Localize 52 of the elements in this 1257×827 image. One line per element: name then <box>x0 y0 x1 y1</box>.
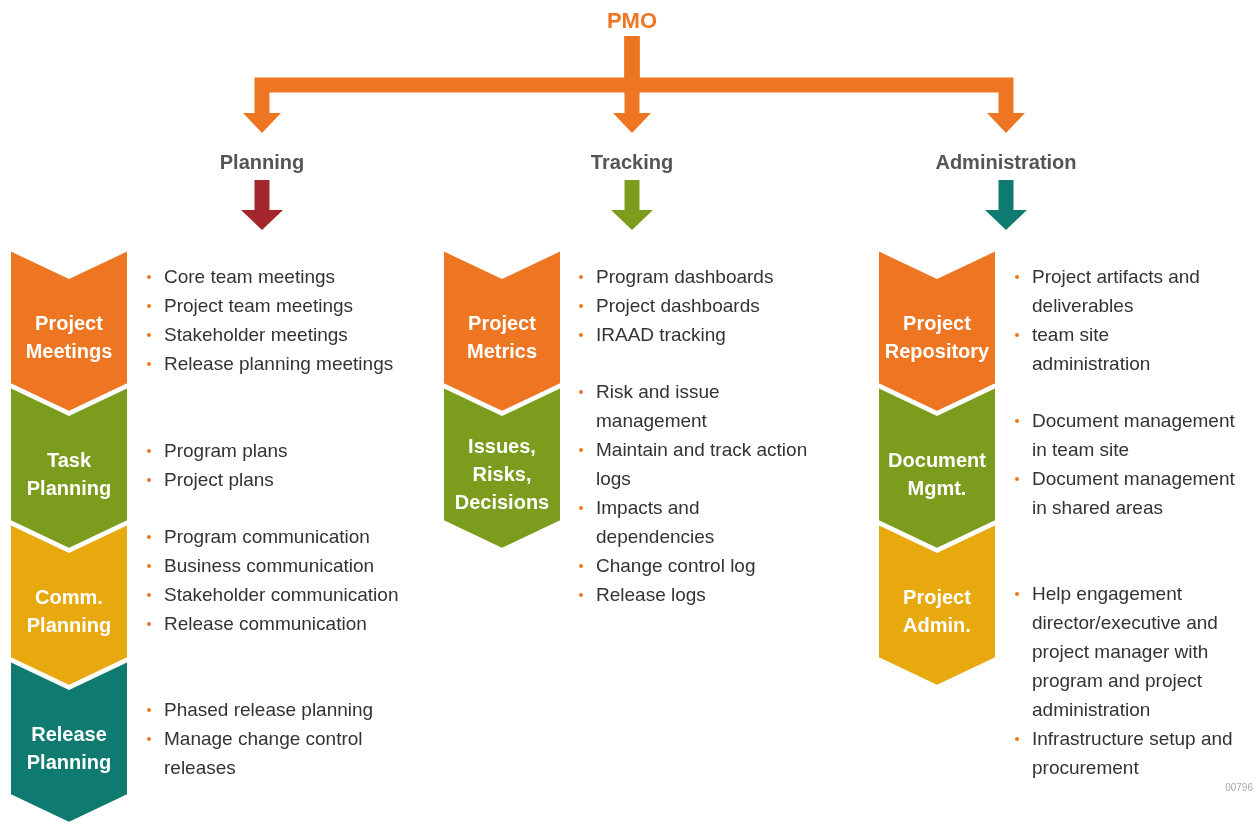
bullet-item: Program dashboards <box>577 262 817 291</box>
bullet-item: Project plans <box>145 465 405 494</box>
chevron-box <box>10 524 128 686</box>
step-label: Project Repository <box>883 311 991 364</box>
chevron-box <box>10 387 128 549</box>
chevron-box <box>878 387 996 549</box>
bullet-item: Change control log <box>577 551 822 580</box>
category-heading: Tracking <box>590 151 674 174</box>
step-label: Project Meetings <box>24 311 114 364</box>
step-label: Release Planning <box>25 722 113 775</box>
bullet-item: Release communication <box>145 609 405 638</box>
arrow <box>611 180 653 230</box>
title-label: PMO <box>606 8 658 34</box>
arrow <box>624 36 1025 133</box>
bullet-item: Help engagement director/executive and project manager with program and project administration <box>1013 579 1235 724</box>
bullet-item: Stakeholder meetings <box>145 320 405 349</box>
chevron-box <box>10 661 128 823</box>
bullet-item: Document management in team site <box>1013 406 1253 464</box>
bullet-item: Program plans <box>145 436 405 465</box>
arrow <box>241 180 283 230</box>
bullet-item: team site administration <box>1013 320 1228 378</box>
bullet-item: Phased release planning <box>145 695 385 724</box>
category-heading: Administration <box>935 151 1077 174</box>
bullet-item: Manage change control releases <box>145 724 385 782</box>
bullet-item: Project dashboards <box>577 291 817 320</box>
chevron-box <box>443 387 561 549</box>
arrow <box>985 180 1027 230</box>
step-label: Task Planning <box>25 448 113 501</box>
bullet-item: Business communication <box>145 551 405 580</box>
chevron-box <box>878 524 996 686</box>
bullet-item: Impacts and dependencies <box>577 493 822 551</box>
step-label: Comm. Planning <box>25 585 113 638</box>
figure-id-label: 00796 <box>1225 782 1253 793</box>
bullet-item: IRAAD tracking <box>577 320 817 349</box>
step-label: Issues, Risks, Decisions <box>453 434 551 515</box>
chevron-box <box>10 250 128 412</box>
step-label: Project Admin. <box>902 585 972 638</box>
bullet-item: Core team meetings <box>145 262 405 291</box>
bullet-item: Project team meetings <box>145 291 405 320</box>
bullet-item: Stakeholder communication <box>145 580 405 609</box>
bullet-item: Maintain and track action logs <box>577 435 822 493</box>
category-heading: Planning <box>219 151 305 174</box>
bullet-item: Release planning meetings <box>145 349 405 378</box>
bullet-item: Document management in shared areas <box>1013 464 1253 522</box>
bullet-item: Program communication <box>145 522 405 551</box>
bullet-item: Infrastructure setup and procurement <box>1013 724 1235 782</box>
step-label: Document Mgmt. <box>887 448 987 501</box>
chevron-box <box>443 250 561 412</box>
chevron-box <box>878 250 996 412</box>
bullet-item: Release logs <box>577 580 822 609</box>
step-label: Project Metrics <box>466 311 538 364</box>
bullet-item: Risk and issue management <box>577 377 822 435</box>
